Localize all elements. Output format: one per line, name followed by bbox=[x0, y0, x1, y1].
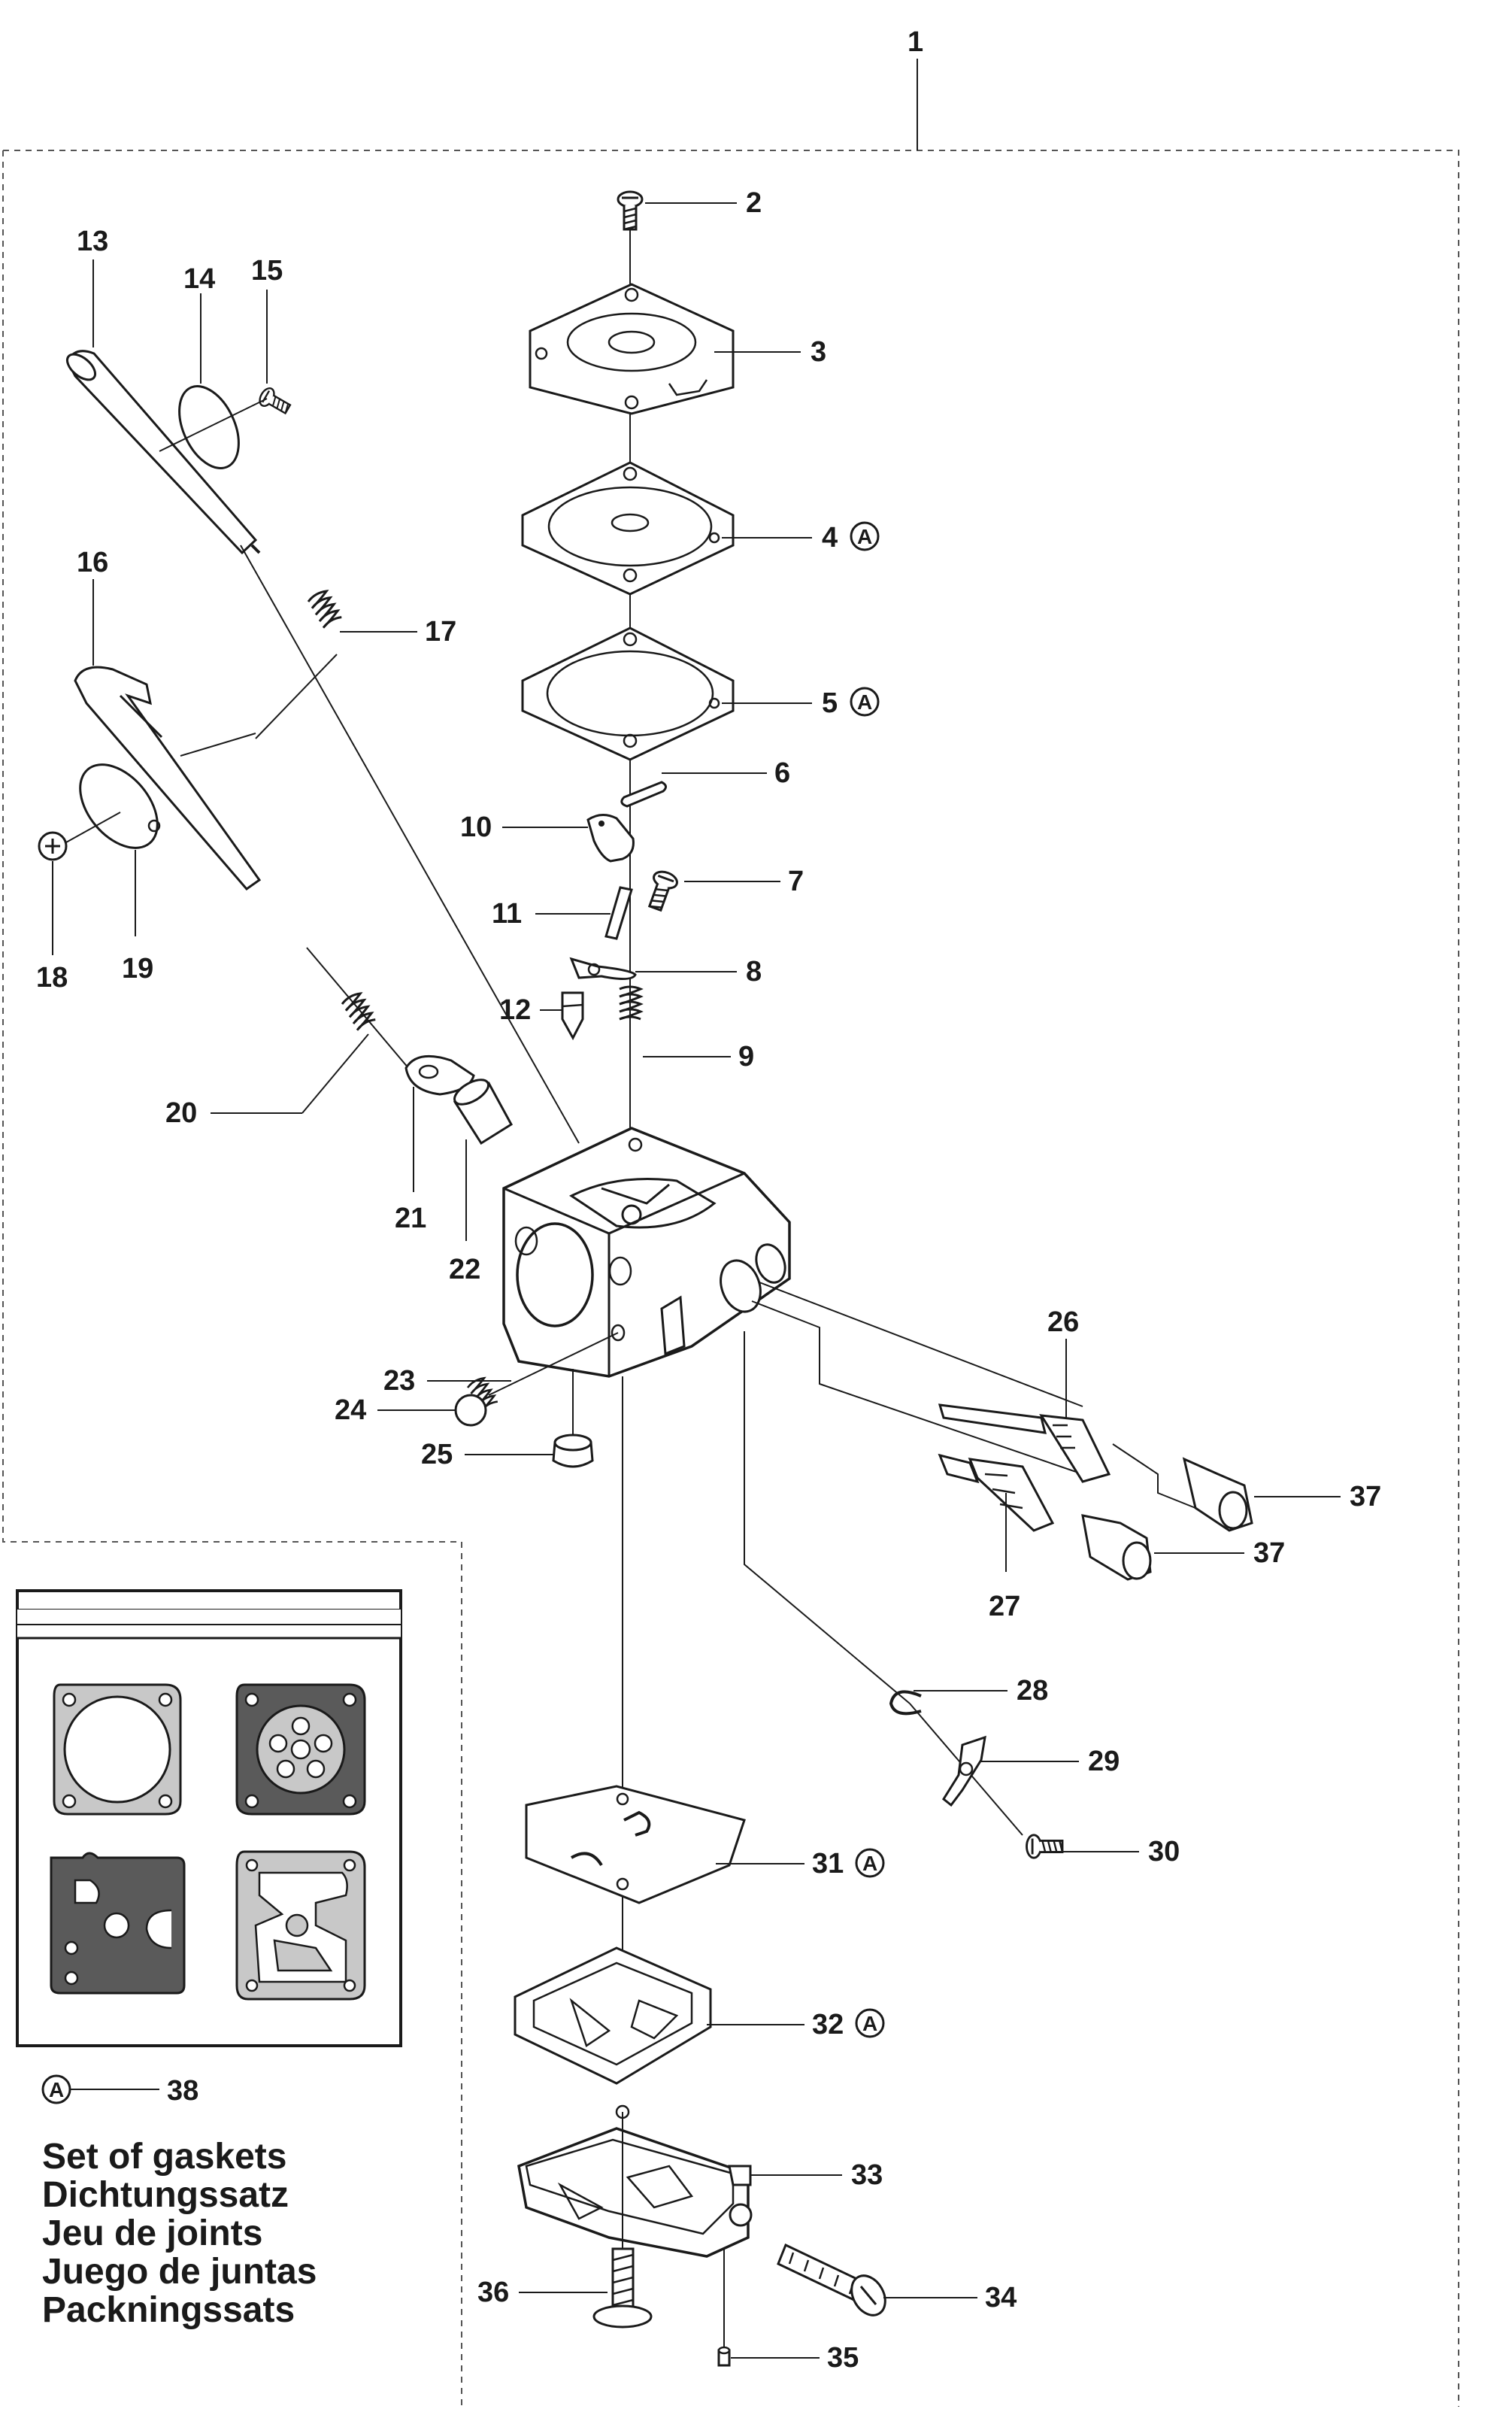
part-pump-diaphragm bbox=[521, 461, 735, 596]
part-plug bbox=[552, 1434, 594, 1468]
callout-label-11: 11 bbox=[492, 898, 522, 930]
badge-letter-38: A bbox=[49, 2078, 64, 2101]
callout-label-22: 22 bbox=[449, 1254, 480, 1285]
part-pump-gasket bbox=[521, 627, 735, 761]
callout-label-32: 32 bbox=[812, 2009, 844, 2040]
kit-metering-gasket bbox=[235, 1850, 366, 2001]
callout-label-35: 35 bbox=[827, 2342, 859, 2374]
callout-label-33: 33 bbox=[851, 2159, 883, 2191]
part-screw-top bbox=[617, 190, 644, 231]
callout-label-9: 9 bbox=[738, 1041, 754, 1073]
badge-letter-31: A bbox=[862, 1852, 877, 1875]
caption-de: Dichtungssatz bbox=[42, 2175, 289, 2215]
part-limiter-cap-a bbox=[1182, 1457, 1253, 1532]
gasket-kit-panel bbox=[16, 1589, 402, 2047]
callout-label-19: 19 bbox=[122, 953, 153, 985]
part-clip bbox=[889, 1690, 922, 1716]
callout-label-25: 25 bbox=[421, 1439, 453, 1470]
part-limiter-cap-b bbox=[1081, 1514, 1152, 1581]
kit-pump-diaphragm bbox=[235, 1683, 366, 1816]
callout-label-13: 13 bbox=[77, 226, 108, 257]
callout-label-7: 7 bbox=[788, 866, 804, 897]
callout-label-30: 30 bbox=[1148, 1836, 1180, 1867]
part-choke-spring bbox=[306, 587, 343, 630]
part-carburetor-body bbox=[502, 1127, 791, 1378]
part-adjust-needle-27 bbox=[938, 1453, 1055, 1532]
callout-label-18: 18 bbox=[36, 962, 68, 994]
part-metering-gasket bbox=[514, 1946, 712, 2085]
caption-sv: Packningssats bbox=[42, 2290, 295, 2330]
part-throttle-screw bbox=[38, 831, 68, 861]
callout-label-20: 20 bbox=[165, 1097, 197, 1129]
assembly-boundary bbox=[2, 150, 1459, 2407]
part-lever-screw bbox=[642, 867, 680, 914]
callout-label-5: 5 bbox=[822, 687, 838, 719]
callout-label-21: 21 bbox=[395, 1203, 426, 1234]
callout-label-37-a: 37 bbox=[1350, 1481, 1381, 1512]
callout-label-29: 29 bbox=[1088, 1746, 1120, 1777]
part-small-pin bbox=[717, 2346, 731, 2367]
badge-circle-32 bbox=[855, 2008, 885, 2038]
caption-fr: Jeu de joints bbox=[42, 2213, 263, 2253]
callout-label-38: 38 bbox=[167, 2075, 198, 2107]
callout-label-3: 3 bbox=[811, 336, 826, 368]
callout-label-24: 24 bbox=[335, 1394, 366, 1426]
gasket-set-caption: Set of gaskets Dichtungssatz Jeu de join… bbox=[42, 2137, 317, 2329]
part-throttle-lever bbox=[942, 1735, 986, 1807]
callout-label-23: 23 bbox=[383, 1365, 415, 1397]
callout-label-1: 1 bbox=[908, 26, 923, 58]
callout-label-4: 4 bbox=[822, 522, 838, 554]
callout-label-16: 16 bbox=[77, 547, 108, 578]
callout-label-26: 26 bbox=[1047, 1306, 1079, 1338]
callout-label-15: 15 bbox=[251, 255, 283, 287]
part-cover-screw bbox=[777, 2243, 886, 2316]
part-throttle-bushing bbox=[453, 1079, 513, 1145]
part-adjust-needle-26 bbox=[938, 1403, 1111, 1483]
callout-label-2: 2 bbox=[746, 187, 762, 219]
badge-circle-4 bbox=[850, 521, 880, 551]
callout-label-37-b: 37 bbox=[1253, 1537, 1285, 1569]
callout-layer: 1 2 3 4 A 5 A 6 7 8 9 10 11 12 13 14 15 bbox=[36, 26, 1381, 2374]
part-pin bbox=[620, 781, 667, 808]
badge-circle-31 bbox=[855, 1848, 885, 1878]
callout-label-10: 10 bbox=[460, 812, 492, 843]
part-needle-valve bbox=[561, 991, 584, 1041]
callout-label-17: 17 bbox=[425, 616, 456, 648]
part-metering-diaphragm bbox=[525, 1785, 746, 1904]
badge-letter-5: A bbox=[857, 690, 872, 714]
part-check-ball bbox=[454, 1394, 487, 1427]
badge-circle-5 bbox=[850, 687, 880, 717]
part-metering-cover bbox=[517, 2104, 753, 2258]
callout-label-14: 14 bbox=[183, 263, 215, 295]
kit-metering-diaphragm bbox=[50, 1852, 186, 1995]
part-pump-valve bbox=[586, 814, 635, 863]
part-bottom-screw bbox=[592, 2247, 653, 2329]
part-throttle-spring bbox=[340, 990, 377, 1032]
callout-label-27: 27 bbox=[989, 1591, 1020, 1622]
caption-es: Juego de juntas bbox=[42, 2252, 317, 2292]
caption-en: Set of gaskets bbox=[42, 2137, 287, 2177]
callout-label-36: 36 bbox=[477, 2277, 509, 2308]
callout-label-12: 12 bbox=[499, 994, 531, 1026]
part-throttle-shaft bbox=[74, 666, 262, 891]
badge-letter-32: A bbox=[862, 2012, 877, 2035]
callout-label-8: 8 bbox=[746, 956, 762, 988]
part-control-lever bbox=[569, 957, 637, 980]
badge-letter-4: A bbox=[857, 525, 872, 548]
part-lever-axle bbox=[604, 886, 633, 940]
kit-gasket-ring bbox=[53, 1683, 182, 1816]
callout-label-6: 6 bbox=[774, 757, 790, 789]
part-lever-screw-30 bbox=[1026, 1834, 1064, 1859]
callout-label-31: 31 bbox=[812, 1848, 844, 1880]
callout-label-34: 34 bbox=[985, 2282, 1017, 2313]
part-pump-cover bbox=[529, 283, 735, 415]
part-choke-shaft bbox=[65, 350, 261, 555]
callout-label-28: 28 bbox=[1017, 1675, 1048, 1707]
